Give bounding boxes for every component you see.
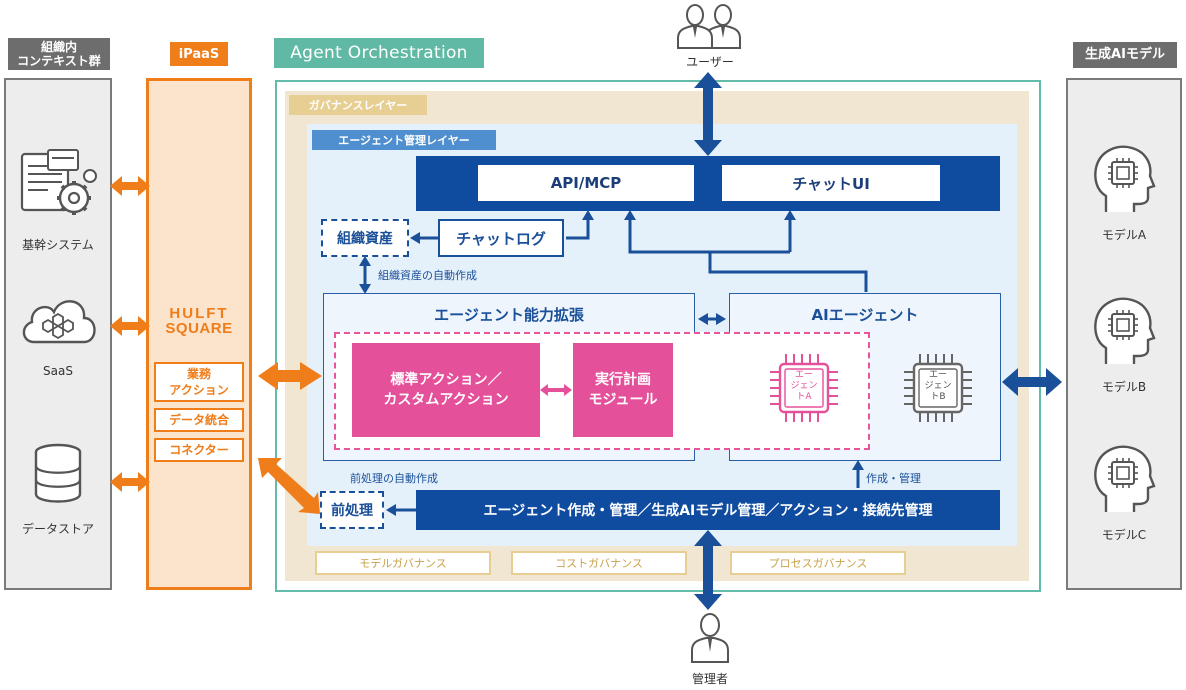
execution-plan-module-box: 実行計画 モジュール: [573, 343, 673, 437]
ai-agent-title: AIエージェント: [811, 306, 919, 324]
model-a-head-icon: [1094, 145, 1156, 212]
model-governance-item: モデルガバナンス: [315, 551, 491, 575]
chat-ui-box[interactable]: チャットUI: [722, 165, 940, 201]
datastore-label: データストア: [21, 522, 94, 536]
agent-orchestration-header: Agent Orchestration: [274, 38, 484, 68]
logo-line-1: HULFT: [169, 305, 229, 322]
management-bar: エージェント作成・管理／生成AIモデル管理／アクション・接続先管理: [416, 490, 1000, 530]
model-c-head-icon: [1094, 445, 1156, 512]
process-governance-item: プロセスガバナンス: [730, 551, 906, 575]
business-action-item: 業務 アクション: [154, 362, 244, 402]
admin-label: 管理者: [691, 672, 728, 686]
api-mcp-box[interactable]: API/MCP: [478, 165, 694, 201]
agent-a-label: エー ジェン トA: [790, 370, 818, 402]
database-icon: [34, 443, 82, 503]
standard-custom-action-box: 標準アクション／ カスタムアクション: [352, 343, 540, 437]
create-manage-label: 作成・管理: [866, 472, 921, 485]
user-label: ユーザー: [686, 55, 734, 69]
genai-header: 生成AIモデル: [1073, 42, 1177, 68]
admin-icon: [691, 613, 729, 663]
connector-item: コネクター: [154, 438, 244, 462]
agent-management-layer-label: エージェント管理レイヤー: [312, 130, 496, 150]
ipaas-header: iPaaS: [170, 42, 228, 66]
model-a-label: モデルA: [1101, 228, 1147, 242]
agent-a-chip-icon: [770, 354, 838, 422]
model-b-label: モデルB: [1101, 380, 1147, 394]
chat-log-box: チャットログ: [438, 219, 564, 257]
org-assets-auto-label: 組織資産の自動作成: [378, 269, 477, 282]
ipaas-panel: [146, 78, 252, 590]
model-b-head-icon: [1094, 297, 1156, 364]
model-c-label: モデルC: [1101, 528, 1147, 542]
saas-label: SaaS: [43, 364, 73, 378]
governance-layer-label: ガバナンスレイヤー: [289, 95, 427, 115]
data-integration-item: データ統合: [154, 408, 244, 432]
server-gear-icon: [20, 149, 97, 215]
hulft-square-logo: HULFT SQUARE: [146, 306, 252, 336]
capability-extension-title: エージェント能力拡張: [434, 306, 584, 324]
agent-b-chip-icon: [904, 354, 972, 422]
core-system-label: 基幹システム: [22, 238, 94, 252]
cost-governance-item: コストガバナンス: [511, 551, 687, 575]
context-header: 組織内 コンテキスト群: [8, 38, 110, 70]
preprocess-box: 前処理: [320, 491, 384, 529]
users-icon: [677, 4, 741, 49]
logo-line-2: SQUARE: [165, 320, 233, 337]
agent-b-label: エー ジェン トB: [924, 370, 952, 402]
cloud-icon: [22, 300, 96, 344]
preprocess-auto-label: 前処理の自動作成: [350, 472, 438, 485]
